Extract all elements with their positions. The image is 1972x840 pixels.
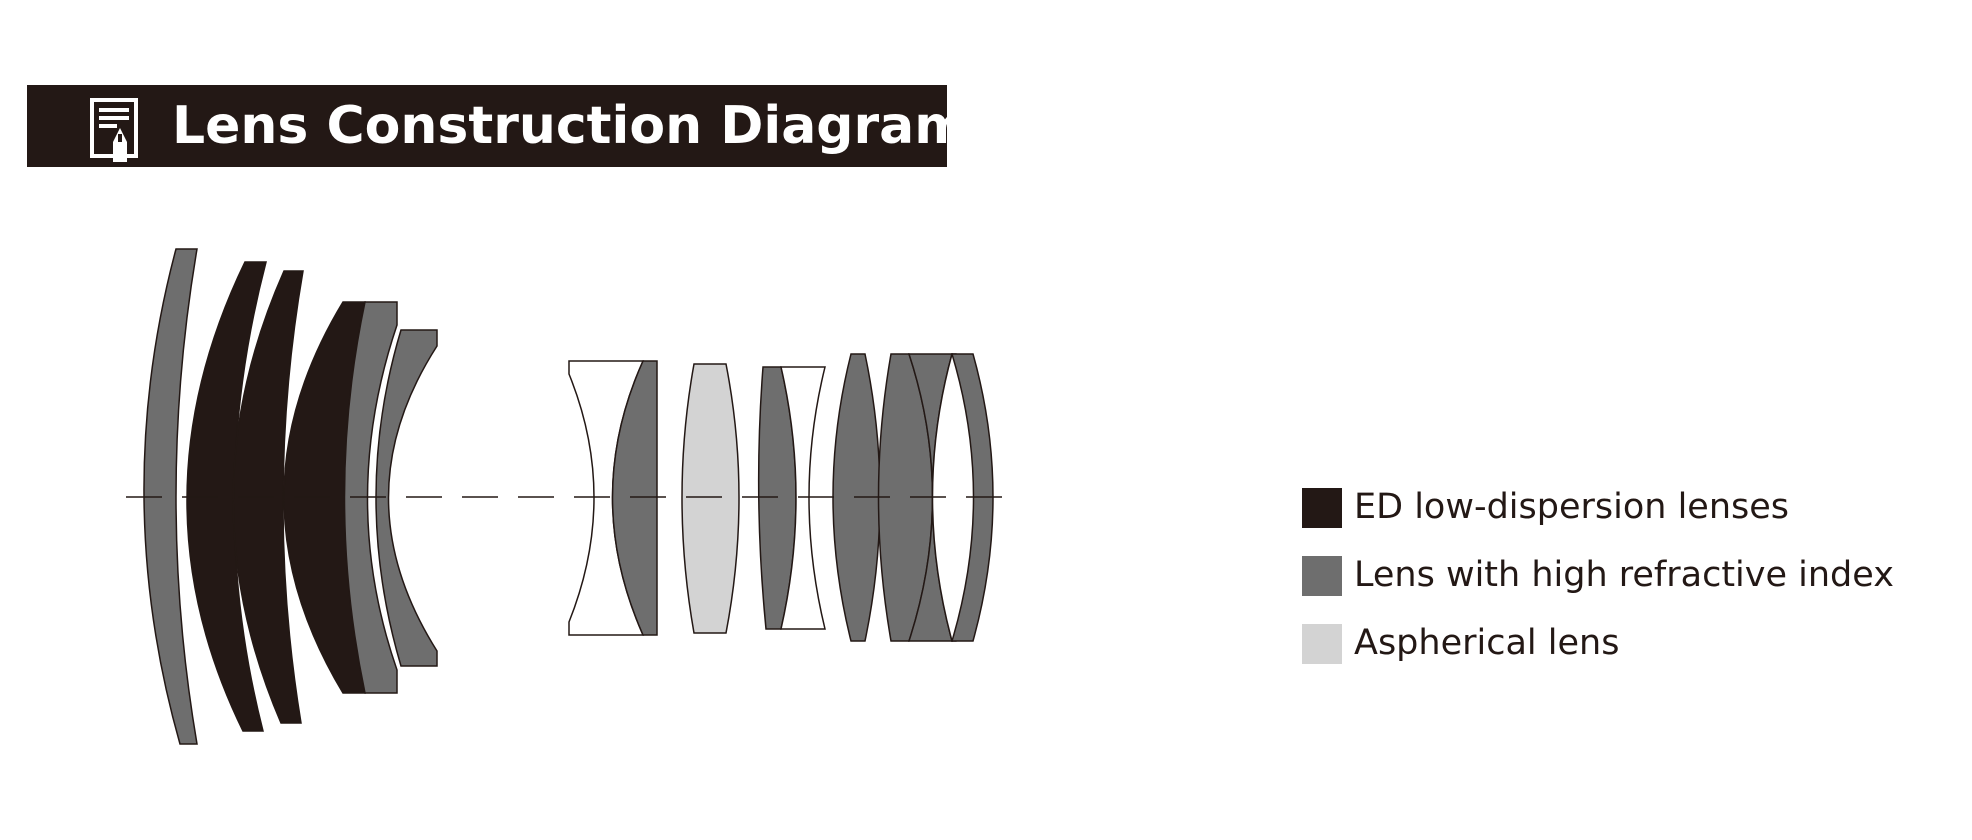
lens-element-8 bbox=[611, 360, 658, 636]
document-pen-icon bbox=[90, 98, 138, 162]
lens-element-9 bbox=[681, 363, 740, 634]
legend-swatch-ed bbox=[1302, 488, 1342, 528]
lens-element-2 bbox=[186, 261, 267, 732]
legend-swatch-high-refractive bbox=[1302, 556, 1342, 596]
lens-element-16 bbox=[950, 353, 994, 642]
lens-element-5 bbox=[343, 301, 398, 694]
header-bar: Lens Construction Diagram bbox=[27, 85, 968, 167]
page-title: Lens Construction Diagram bbox=[172, 96, 969, 156]
lens-element-11 bbox=[780, 366, 826, 630]
legend-label-ed: ED low-dispersion lenses bbox=[1354, 487, 1790, 527]
legend-swatch-aspherical bbox=[1302, 624, 1342, 664]
lens-element-1 bbox=[143, 248, 198, 745]
legend-label-high-refractive: Lens with high refractive index bbox=[1354, 555, 1894, 595]
legend-label-aspherical: Aspherical lens bbox=[1354, 623, 1620, 663]
lens-element-6 bbox=[375, 329, 438, 667]
